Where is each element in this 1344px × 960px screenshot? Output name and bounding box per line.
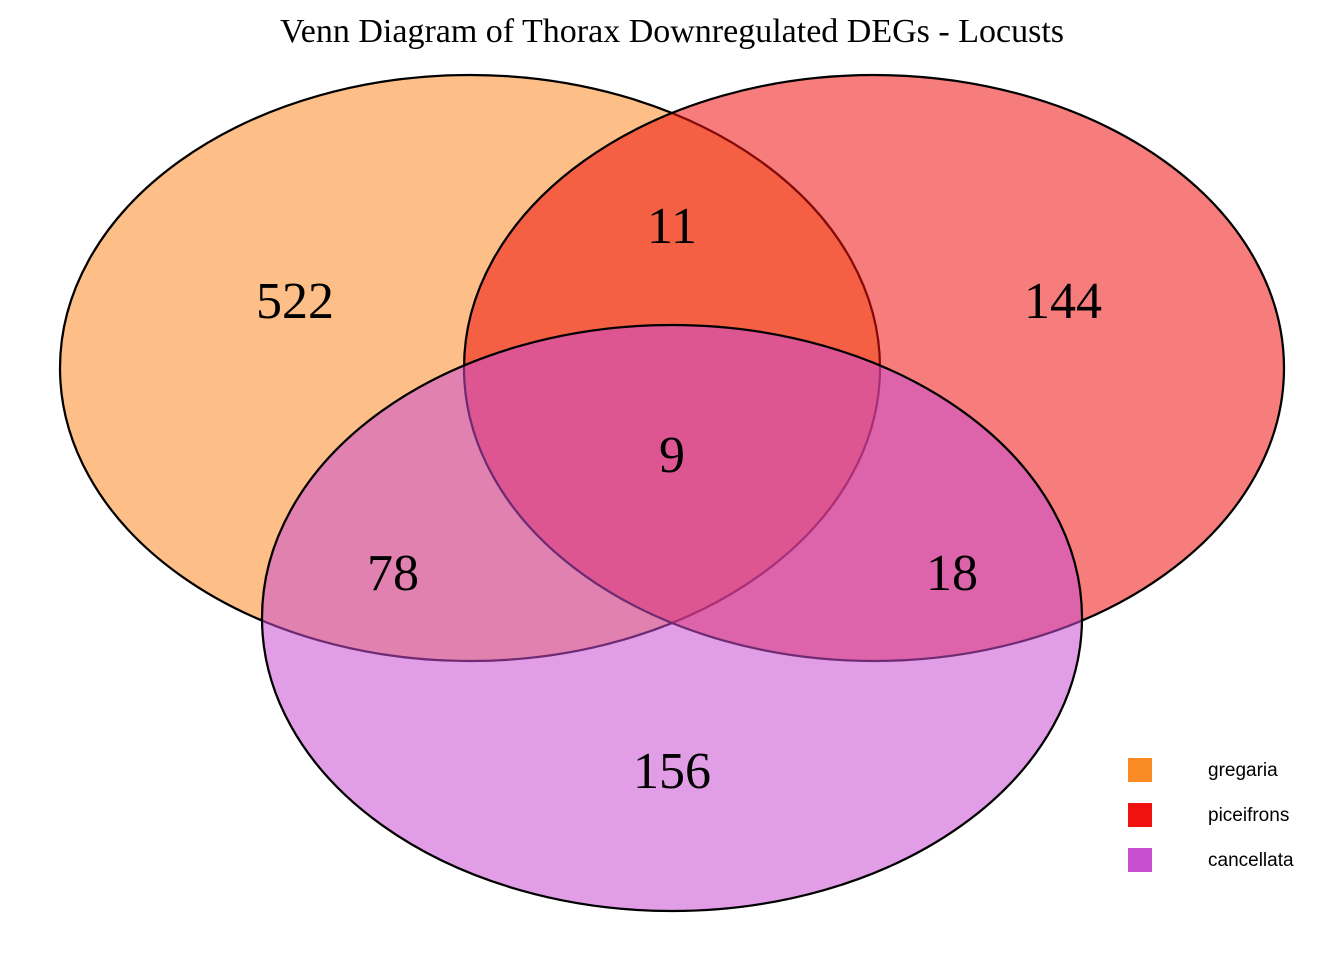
- legend: gregaria piceifrons cancellata: [1128, 758, 1294, 872]
- region-count-cancellata-only: 156: [633, 743, 711, 800]
- region-count-gregaria-only: 522: [256, 273, 334, 330]
- region-count-piceifrons-cancellata: 18: [926, 545, 978, 602]
- legend-label-cancellata: cancellata: [1208, 850, 1294, 871]
- legend-swatch-cancellata: [1128, 848, 1152, 872]
- venn-ellipse-cancellata: [260, 323, 1084, 913]
- legend-swatch-gregaria: [1128, 758, 1152, 782]
- region-count-all-three: 9: [659, 427, 685, 484]
- legend-label-piceifrons: piceifrons: [1208, 805, 1289, 826]
- region-count-gregaria-piceifrons: 11: [647, 198, 697, 255]
- legend-label-gregaria: gregaria: [1208, 760, 1278, 781]
- region-count-piceifrons-only: 144: [1024, 273, 1102, 330]
- legend-swatch-piceifrons: [1128, 803, 1152, 827]
- region-count-gregaria-cancellata: 78: [367, 545, 419, 602]
- chart-title: Venn Diagram of Thorax Downregulated DEG…: [280, 13, 1064, 50]
